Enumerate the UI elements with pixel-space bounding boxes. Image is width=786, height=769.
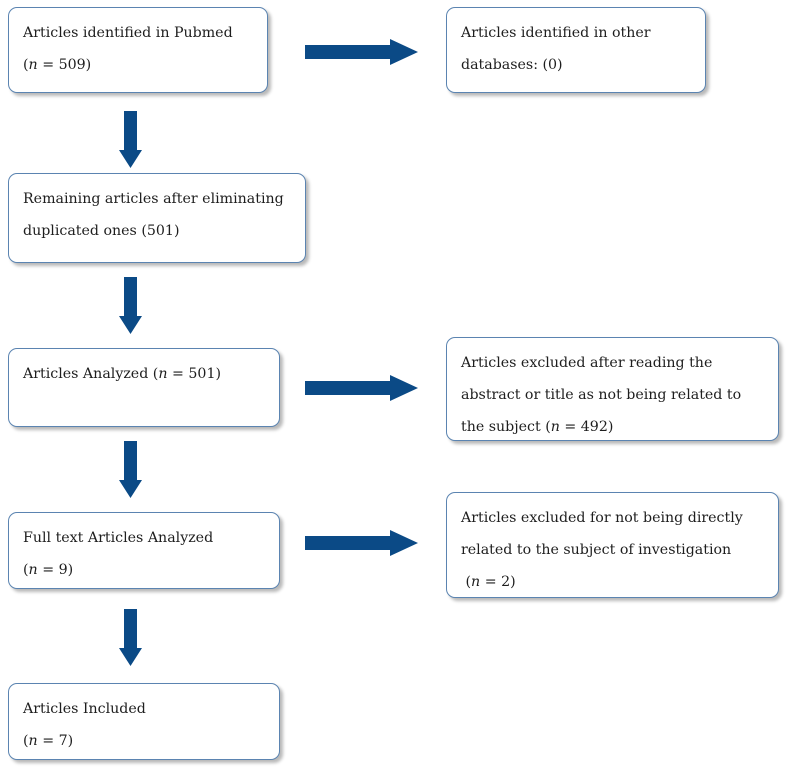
box-line: (n = 2) bbox=[461, 574, 516, 590]
box-line: duplicated ones (501) bbox=[23, 223, 180, 239]
box-line: abstract or title as not being related t… bbox=[461, 387, 742, 403]
box-line: Articles identified in other bbox=[461, 25, 651, 41]
box-line: (n = 7) bbox=[23, 733, 74, 749]
box-line: the subject (n = 492) bbox=[461, 419, 614, 435]
box-line: Full text Articles Analyzed bbox=[23, 530, 214, 546]
arrow-down-remaining-to-analyzed bbox=[119, 277, 142, 334]
arrow-right-pubmed-to-other bbox=[305, 39, 418, 65]
box-line: Articles identified in Pubmed bbox=[23, 25, 233, 41]
arrow-right-analyzed-to-excluded bbox=[305, 375, 418, 401]
box-line: Articles excluded after reading the bbox=[461, 355, 713, 371]
box-line: Remaining articles after eliminating bbox=[23, 191, 284, 207]
arrow-down-pubmed-to-remaining bbox=[119, 111, 142, 168]
box-line: databases: (0) bbox=[461, 57, 563, 73]
box-articles-identified-pubmed: Articles identified in Pubmed (n = 509) bbox=[8, 7, 268, 93]
box-excluded-not-directly-related: Articles excluded for not being directly… bbox=[446, 492, 779, 598]
box-line: Articles Included bbox=[23, 701, 146, 717]
box-articles-other-databases: Articles identified in other databases: … bbox=[446, 7, 706, 93]
arrow-down-fulltext-to-included bbox=[119, 609, 142, 666]
box-articles-analyzed: Articles Analyzed (n = 501) bbox=[8, 348, 280, 427]
box-remaining-articles: Remaining articles after eliminating dup… bbox=[8, 173, 306, 263]
box-full-text-analyzed: Full text Articles Analyzed (n = 9) bbox=[8, 512, 280, 589]
box-line: related to the subject of investigation bbox=[461, 542, 732, 558]
arrow-right-fulltext-to-excluded bbox=[305, 530, 418, 556]
box-line: Articles Analyzed (n = 501) bbox=[23, 366, 222, 382]
arrow-down-analyzed-to-fulltext bbox=[119, 441, 142, 498]
box-articles-included: Articles Included (n = 7) bbox=[8, 683, 280, 760]
box-line: Articles excluded for not being directly bbox=[461, 510, 743, 526]
box-line: (n = 9) bbox=[23, 562, 74, 578]
box-excluded-abstract-title: Articles excluded after reading the abst… bbox=[446, 337, 779, 441]
box-line: (n = 509) bbox=[23, 57, 92, 73]
